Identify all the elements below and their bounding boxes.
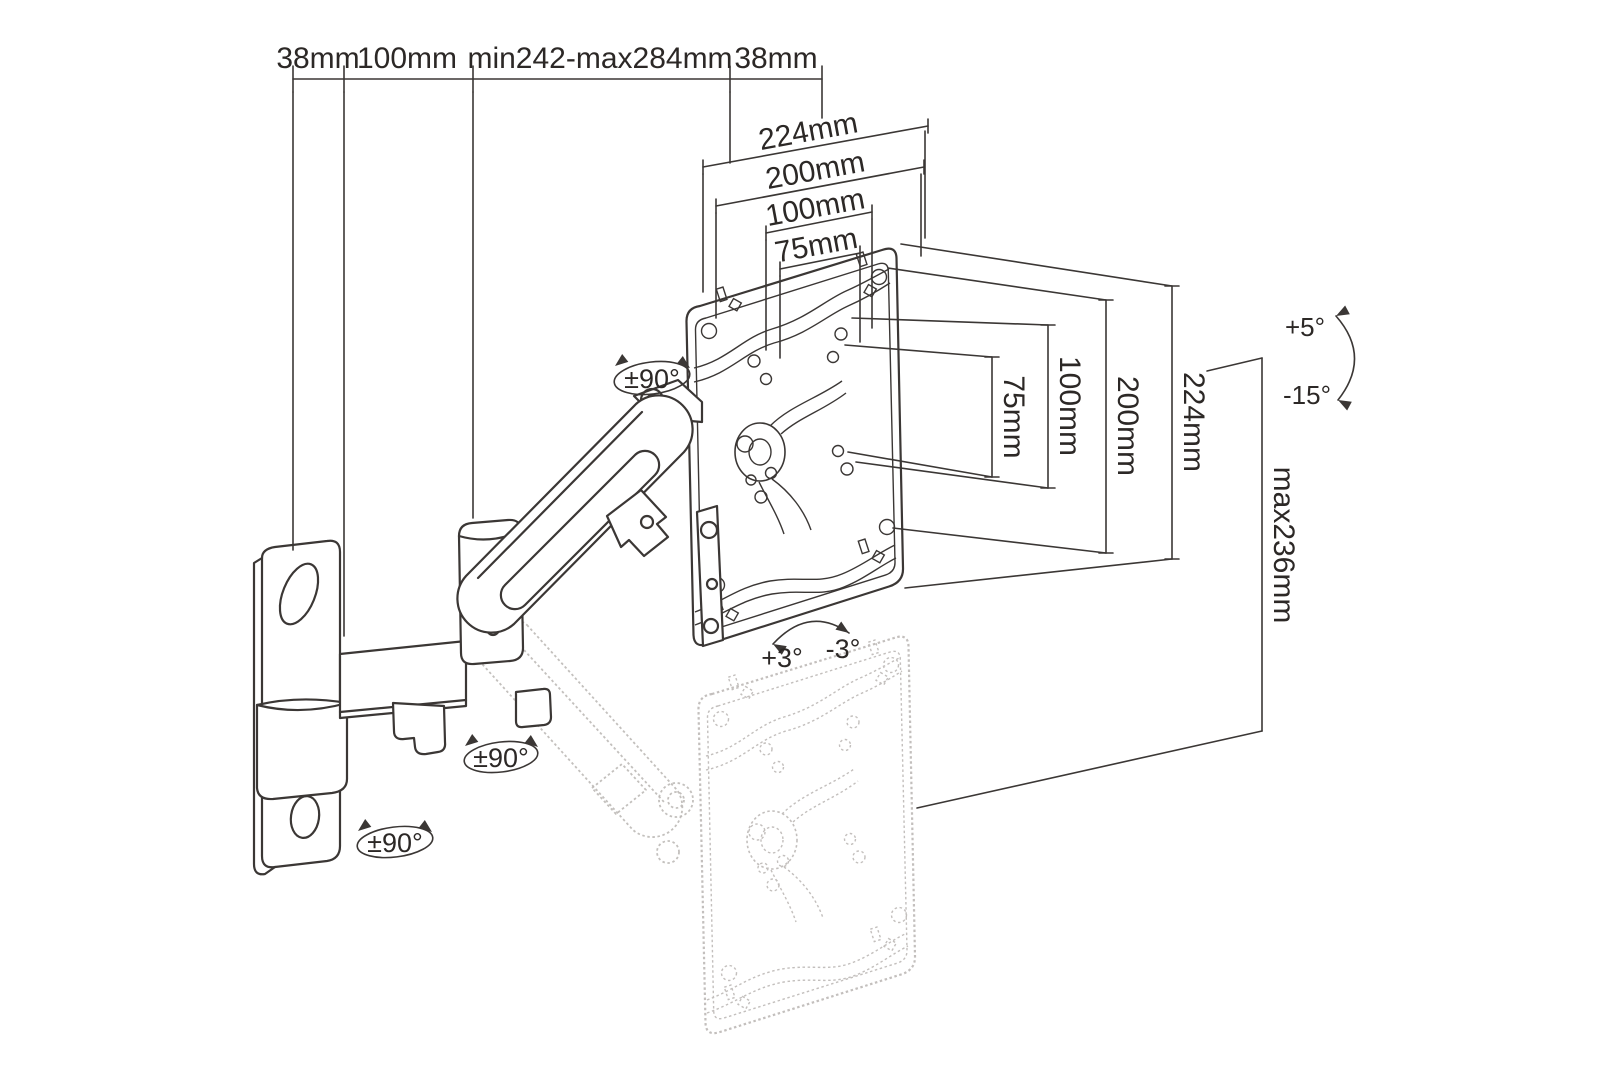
swivel-wall-annotation: ±90° [354,819,436,859]
dim-vesa-height-75: 75mm [997,375,1030,458]
angle-annotations: +5° -15° ±90° ±90° ±90° +3° -3° [354,305,1356,859]
angle-tilt-down: -15° [1283,380,1331,410]
wall-arm-beam [338,639,553,756]
beam-end-bracket [514,687,553,729]
dim-top-wall-offset: 38mm [276,42,359,75]
arm-ghost [476,617,694,864]
swivel-arm-annotation: ±90° [461,734,542,774]
dim-vesa-height-224: 224mm [1177,372,1210,472]
wall-plate-slot [278,562,320,626]
dim-top-extension-range: min242-max284mm [467,42,732,75]
vesa-height-dimensions: 75mm 100mm 200mm 224mm [844,243,1210,589]
angle-level-cw: +3° [761,643,803,673]
angle-tilt-up: +5° [1285,312,1325,342]
angle-level-ccw: -3° [826,634,861,664]
angle-swivel-arm: ±90° [473,743,529,773]
dim-vesa-height-100: 100mm [1053,356,1086,456]
wall-hinge [255,698,349,801]
dim-top-plate-depth: 38mm [734,42,817,75]
swivel-vesa-annotation: ±90° [611,354,694,396]
gas-spring-arm [456,378,704,634]
top-width-dimensions: 38mm 100mm min242-max284mm 38mm [276,42,823,637]
angle-swivel-vesa: ±90° [624,364,680,394]
angle-swivel-wall: ±90° [367,828,423,858]
vesa-plate-ghost [697,635,917,1035]
plate-mount-bracket [695,504,725,648]
height-range-dimension: max236mm [916,357,1300,809]
tension-clamp [605,488,670,558]
dim-top-bracket-depth: 100mm [357,42,457,75]
cable-clip [391,701,447,756]
dim-vesa-height-200: 200mm [1111,376,1144,476]
dim-height-range: max236mm [1267,467,1300,624]
